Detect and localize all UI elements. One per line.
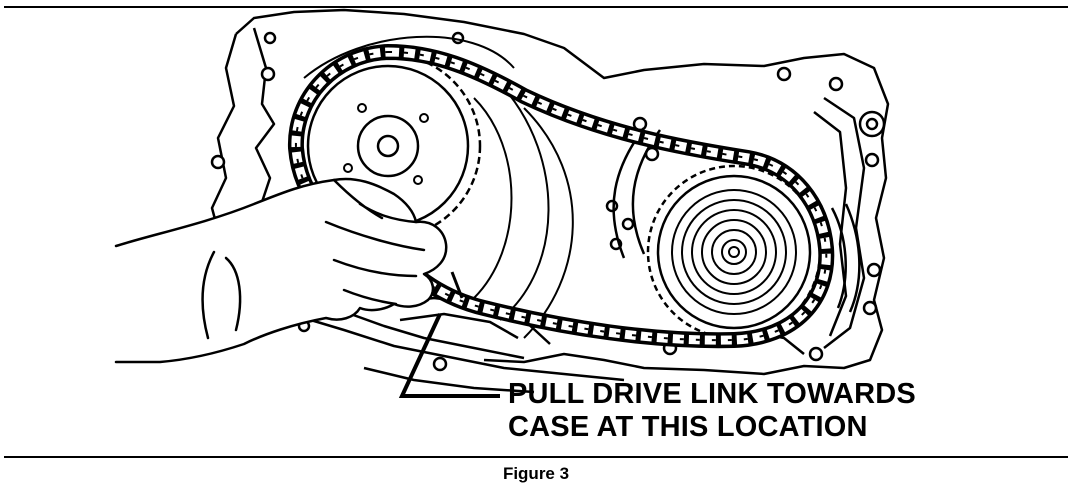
- driven-sprocket: [646, 164, 822, 340]
- transaxle-chain-illustration: [114, 8, 890, 398]
- figure-frame: PULL DRIVE LINK TOWARDS CASE AT THIS LOC…: [4, 6, 1068, 458]
- case-bolt-holes: [210, 31, 886, 372]
- background-arcs: [303, 35, 574, 339]
- callout-line-2: CASE AT THIS LOCATION: [508, 411, 868, 443]
- figure-caption: Figure 3: [502, 464, 570, 483]
- callout-arrow: [398, 271, 500, 398]
- callout-line-1: PULL DRIVE LINK TOWARDS: [508, 378, 916, 410]
- hand: [114, 177, 448, 364]
- callout-text: PULL DRIVE LINK TOWARDS CASE AT THIS LOC…: [508, 378, 916, 444]
